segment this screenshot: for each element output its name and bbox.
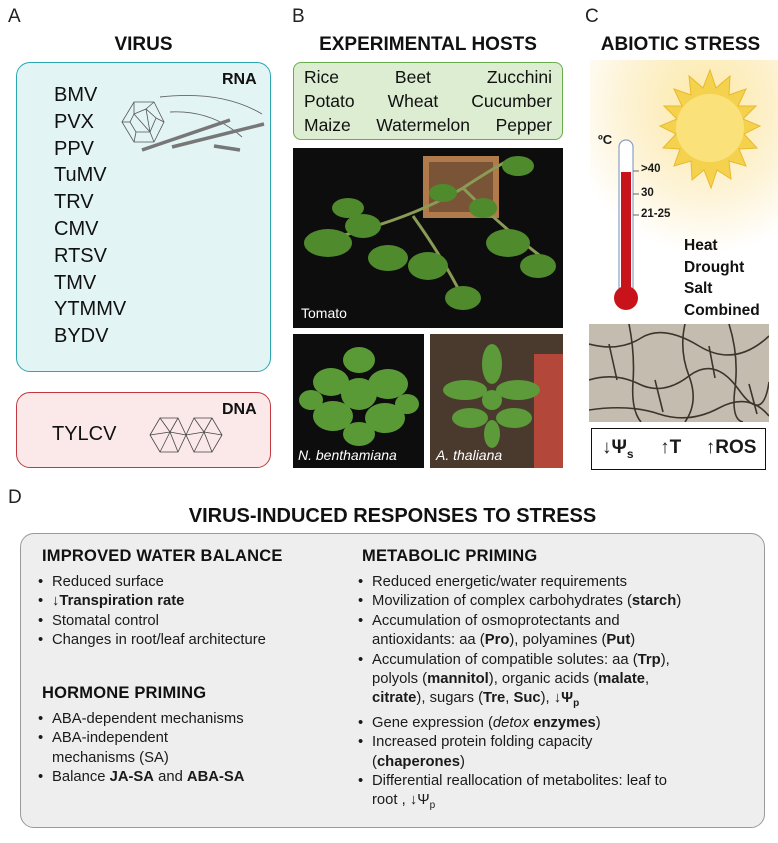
psi-symbol: Ψ <box>611 437 627 458</box>
photo-label-tomato: Tomato <box>301 305 347 321</box>
host-name: Beet <box>394 67 431 87</box>
temperature-symbol: T <box>669 437 682 458</box>
hosts-row: Rice Beet Zucchini <box>304 67 552 88</box>
virus-name: PPV <box>54 137 95 160</box>
panel-letter-b: B <box>292 6 305 27</box>
dna-label: DNA <box>222 401 257 418</box>
host-name: Pepper <box>495 115 552 135</box>
tomato-photo: Tomato <box>293 148 563 328</box>
virus-name: TMV <box>54 271 97 294</box>
list-item: Reduced surface <box>38 573 338 593</box>
thaliana-photo: A. thaliana <box>430 334 563 468</box>
virus-name: RTSV <box>54 244 107 267</box>
arrow-up-icon: ↑ <box>660 437 670 458</box>
list-item: ABA-dependent mechanisms <box>38 710 338 730</box>
list-item: ↓Transpiration rate <box>38 592 338 612</box>
heat-illustration <box>590 60 778 310</box>
benthamiana-photo: N. benthamiana <box>293 334 424 468</box>
metabolic-priming-title: METABOLIC PRIMING <box>362 547 538 565</box>
panel-letter-c: C <box>585 6 599 27</box>
hormone-priming-list: ABA-dependent mechanisms ABA-independent… <box>38 710 338 788</box>
list-item: Balance JA-SA and ABA-SA <box>38 768 338 788</box>
list-item: Differential reallocation of metabolites… <box>358 772 758 816</box>
list-item: Gene expression (detox enzymes) <box>358 714 758 734</box>
water-potential-symbol: ↓Ψ <box>553 690 574 707</box>
psi-subscript: s <box>626 446 634 461</box>
temp-mark: >40 <box>641 163 661 175</box>
list-item: Movilization of complex carbohydrates (s… <box>358 592 758 612</box>
virus-name: TuMV <box>54 164 107 187</box>
virus-name: BYDV <box>54 325 109 348</box>
stress-type: Heat <box>684 237 718 254</box>
ros-symbol: ROS <box>715 437 757 458</box>
list-item: Increased protein folding capacity(chape… <box>358 733 758 772</box>
virus-name: TRV <box>54 191 94 214</box>
host-name: Rice <box>304 67 340 87</box>
responses-heading: VIRUS-INDUCED RESPONSES TO STRESS <box>188 505 597 527</box>
dna-virus-name: TYLCV <box>52 423 117 445</box>
hosts-row: Maize Watermelon Pepper <box>304 115 552 136</box>
arrow-up-icon: ↑ <box>705 437 716 458</box>
filament-virion-icon <box>141 95 265 152</box>
rna-label: RNA <box>222 71 257 88</box>
abiotic-stress-heading: ABIOTIC STRESS <box>600 34 761 55</box>
hosts-box: Rice Beet Zucchini Potato Wheat Cucumber… <box>293 62 563 140</box>
hormone-priming-title: HORMONE PRIMING <box>42 684 207 702</box>
temp-mark: 30 <box>641 187 654 199</box>
temperature-unit: ºC <box>598 132 613 147</box>
list-item: Stomatal control <box>38 612 338 632</box>
photo-label-benthamiana: N. benthamiana <box>298 447 397 463</box>
icosahedron-icon <box>121 101 165 143</box>
host-name: Cucumber <box>471 91 552 111</box>
arrow-down-icon: ↓ <box>602 437 612 458</box>
virus-name: BMV <box>54 84 98 106</box>
virus-name: PVX <box>54 110 95 133</box>
hosts-row: Potato Wheat Cucumber <box>304 91 552 112</box>
list-item: Reduced energetic/water requirements <box>358 573 758 593</box>
virus-heading: VIRUS <box>114 34 173 55</box>
rna-virus-box <box>16 62 271 372</box>
stress-type: Combined <box>684 301 760 319</box>
water-balance-list: Reduced surface ↓Transpiration rate Stom… <box>38 573 338 651</box>
list-item: Accumulation of osmoprotectants andantio… <box>358 612 758 651</box>
arrow-down-icon: ↓ <box>52 593 60 610</box>
tomato-plant-illustration <box>304 156 556 310</box>
host-name: Wheat <box>387 91 439 111</box>
stress-type: Drought <box>684 258 745 276</box>
panel-letter-a: A <box>8 6 21 27</box>
hosts-heading: EXPERIMENTAL HOSTS <box>319 34 537 55</box>
stress-type-list: Heat Drought Salt Combined <box>684 235 760 321</box>
water-potential-symbol: ↓Ψ <box>409 792 430 809</box>
panel-letter-d: D <box>8 487 22 508</box>
cracked-soil-illustration <box>589 324 769 422</box>
rna-virion-illustration <box>121 95 265 152</box>
stress-type: Salt <box>684 280 713 297</box>
host-name: Potato <box>304 91 355 111</box>
dna-virus-box <box>16 392 271 468</box>
stress-formula: ↓Ψs ↑T ↑ROS <box>602 437 756 461</box>
benthamiana-plant-illustration <box>299 347 419 446</box>
stress-formula-box: ↓Ψs ↑T ↑ROS <box>591 428 766 470</box>
geminivirus-icon <box>149 417 223 453</box>
host-name: Zucchini <box>486 67 552 87</box>
water-balance-title: IMPROVED WATER BALANCE <box>42 547 283 565</box>
thaliana-plant-illustration <box>430 334 563 468</box>
photo-label-thaliana: A. thaliana <box>436 447 503 463</box>
thermometer-icon <box>614 139 639 310</box>
rna-virus-list: BMV PVX PPV TuMV TRV CMV RTSV TMV YTMMV BYDV <box>54 82 126 350</box>
list-item: Accumulation of compatible solutes: aa (… <box>358 651 758 714</box>
metabolic-priming-list: Reduced energetic/water requirements Mov… <box>358 573 758 816</box>
sun-icon <box>658 68 762 190</box>
temp-mark: 21-25 <box>641 208 671 220</box>
virus-name: YTMMV <box>54 298 127 321</box>
cracked-soil-photo <box>589 324 769 422</box>
host-name: Watermelon <box>376 115 470 135</box>
list-item: Changes in root/leaf architecture <box>38 631 338 651</box>
host-name: Maize <box>304 115 351 135</box>
virus-name: CMV <box>54 217 99 240</box>
